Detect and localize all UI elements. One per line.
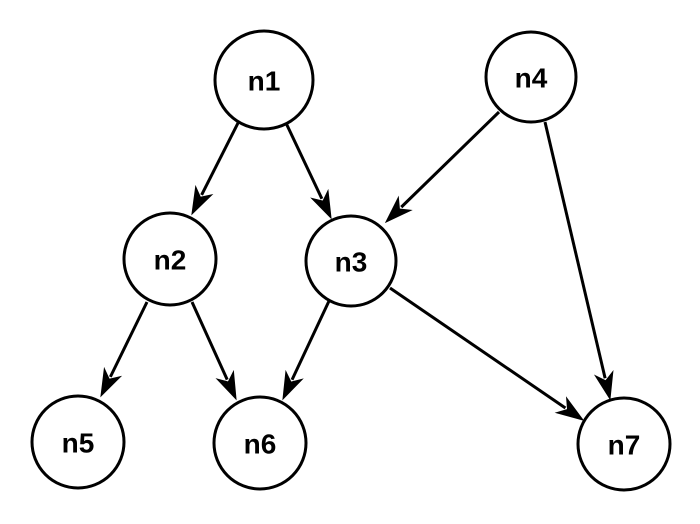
node-circle[interactable] [212,395,308,491]
edge-line [290,300,331,381]
arrow-head-icon [215,369,237,401]
edge-n3-to-n7 [389,286,585,421]
edge-n2-to-n6 [190,301,237,401]
node-label: n7 [608,430,641,461]
node-circle[interactable] [30,394,126,490]
arrow-head-icon [310,188,332,220]
node-circle[interactable] [484,30,578,124]
graph-node-n1[interactable]: n1 [213,29,315,131]
edge-n3-to-n6 [282,300,331,401]
node-label: n6 [244,429,277,460]
edge-n4-to-n7 [543,121,614,401]
node-circle[interactable] [576,396,672,492]
edge-n1-to-n2 [191,122,240,216]
edge-line [284,122,324,200]
graph-node-n5[interactable]: n5 [30,394,126,490]
edge-n1-to-n3 [284,122,332,220]
node-label: n5 [62,428,95,459]
node-circle[interactable] [122,211,218,307]
arrow-head-icon [100,366,123,398]
arrow-head-icon [554,396,585,421]
edge-line [200,122,240,196]
edge-line [543,121,607,379]
nodes-layer: n1 n2 n3 n4 n5 n6 n7 [30,29,672,492]
edge-line [109,301,149,378]
edge-line [389,286,567,410]
graph-node-n2[interactable]: n2 [122,211,218,307]
edges-layer [100,110,614,421]
edge-n4-to-n3 [384,110,501,224]
arrow-head-icon [384,195,413,224]
node-label: n2 [154,245,187,276]
node-circle[interactable] [304,214,398,308]
node-label: n4 [515,63,548,94]
node-circle[interactable] [213,29,315,131]
arrow-head-icon [282,369,304,401]
graph-node-n4[interactable]: n4 [484,30,578,124]
node-label: n1 [248,66,281,97]
edge-line [190,301,229,381]
edge-n2-to-n5 [100,301,149,398]
graph-node-n3[interactable]: n3 [304,214,398,308]
graph-node-n7[interactable]: n7 [576,396,672,492]
graph-node-n6[interactable]: n6 [212,395,308,491]
node-label: n3 [335,247,368,278]
arrow-head-icon [191,184,214,216]
arrow-head-icon [593,369,614,401]
edge-line [400,110,501,209]
